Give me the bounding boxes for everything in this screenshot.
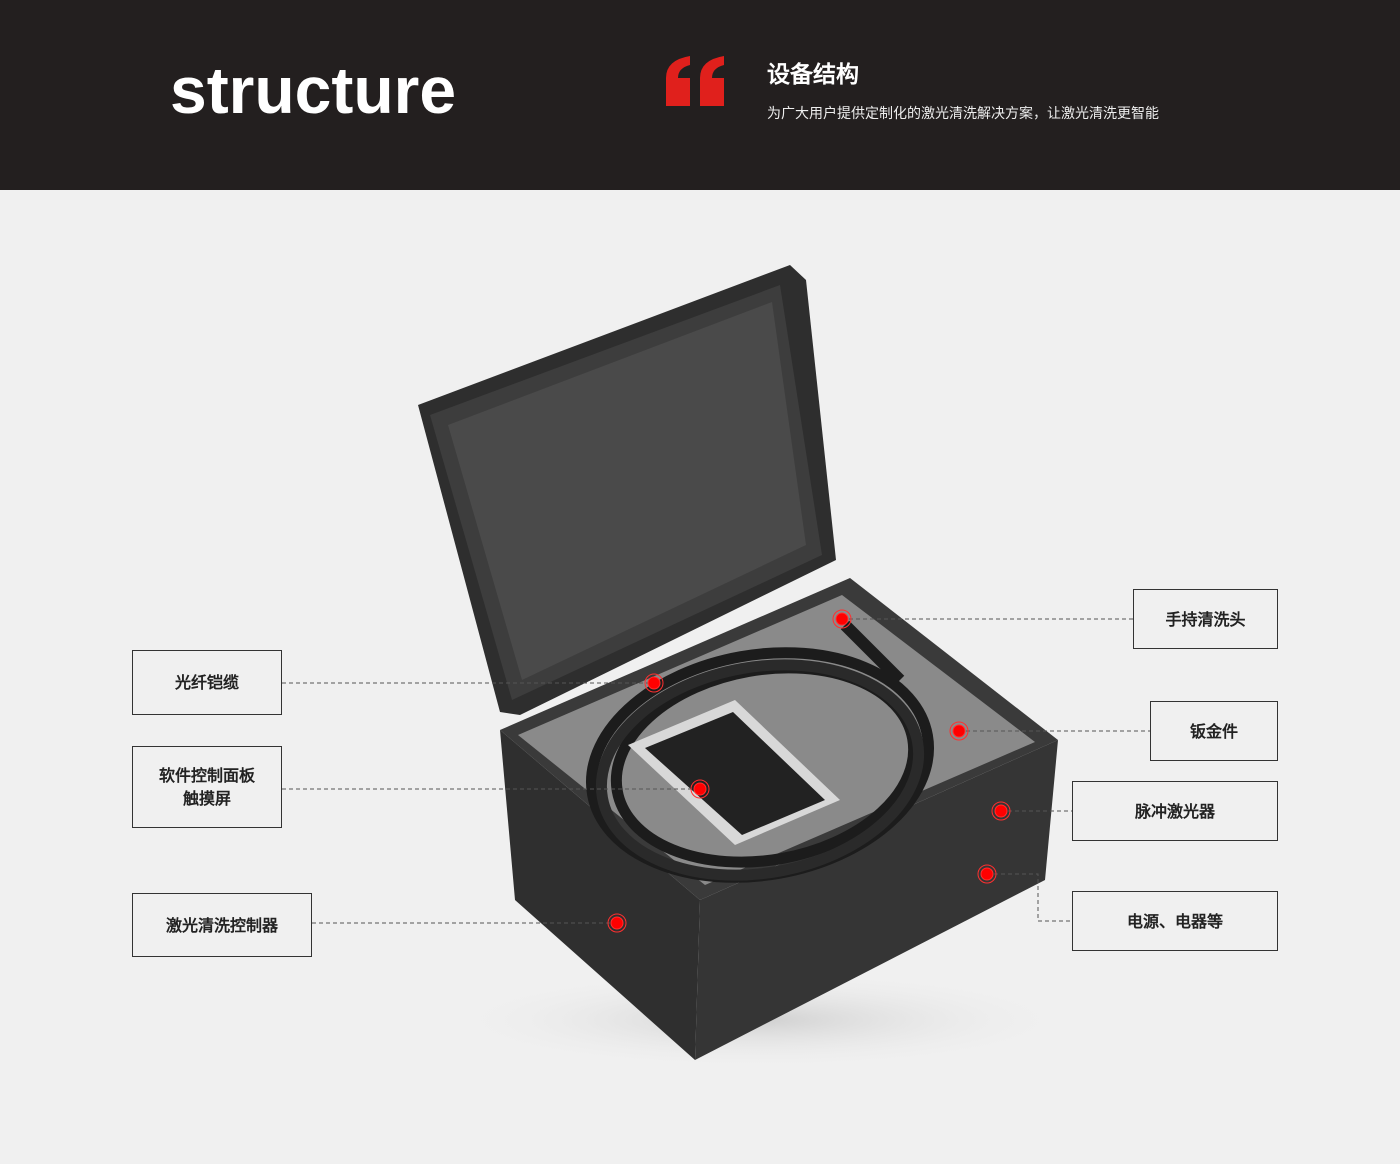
- header-banner: structure 设备结构 为广大用户提供定制化的激光清洗解决方案，让激光清洗…: [0, 0, 1400, 190]
- section-subtitle: 为广大用户提供定制化的激光清洗解决方案，让激光清洗更智能: [767, 106, 1159, 122]
- label-controller: 激光清洗控制器: [132, 893, 312, 957]
- label-handheld-head: 手持清洗头: [1133, 589, 1278, 649]
- label-text: 电源、电器等: [1126, 911, 1223, 931]
- label-text: 手持清洗头: [1165, 609, 1246, 629]
- hotspot-markers: [607, 609, 1011, 933]
- hotspot-handheld-head: [832, 609, 852, 629]
- hotspot-power: [977, 864, 997, 884]
- hotspot-controller: [607, 913, 627, 933]
- label-power: 电源、电器等: [1072, 891, 1278, 951]
- label-text: 脉冲激光器: [1134, 801, 1215, 821]
- hotspot-sheet-metal: [949, 721, 969, 741]
- label-text: 光纤铠缆: [174, 673, 239, 692]
- label-text: 触摸屏: [182, 789, 231, 808]
- hotspot-fiber-cable: [644, 673, 664, 693]
- hotspot-panel: [690, 779, 710, 799]
- label-text: 钣金件: [1189, 721, 1238, 741]
- hotspot-pulse-laser: [991, 801, 1011, 821]
- big-title: structure: [170, 53, 457, 127]
- label-control-panel: 软件控制面板触摸屏: [132, 746, 282, 828]
- label-fiber-cable: 光纤铠缆: [132, 650, 282, 715]
- label-text: 激光清洗控制器: [165, 915, 278, 935]
- label-sheet-metal: 钣金件: [1150, 701, 1278, 761]
- label-pulse-laser: 脉冲激光器: [1072, 781, 1278, 841]
- quote-icon: [666, 56, 724, 106]
- section-title: 设备结构: [767, 62, 859, 88]
- label-text: 软件控制面板: [158, 766, 255, 785]
